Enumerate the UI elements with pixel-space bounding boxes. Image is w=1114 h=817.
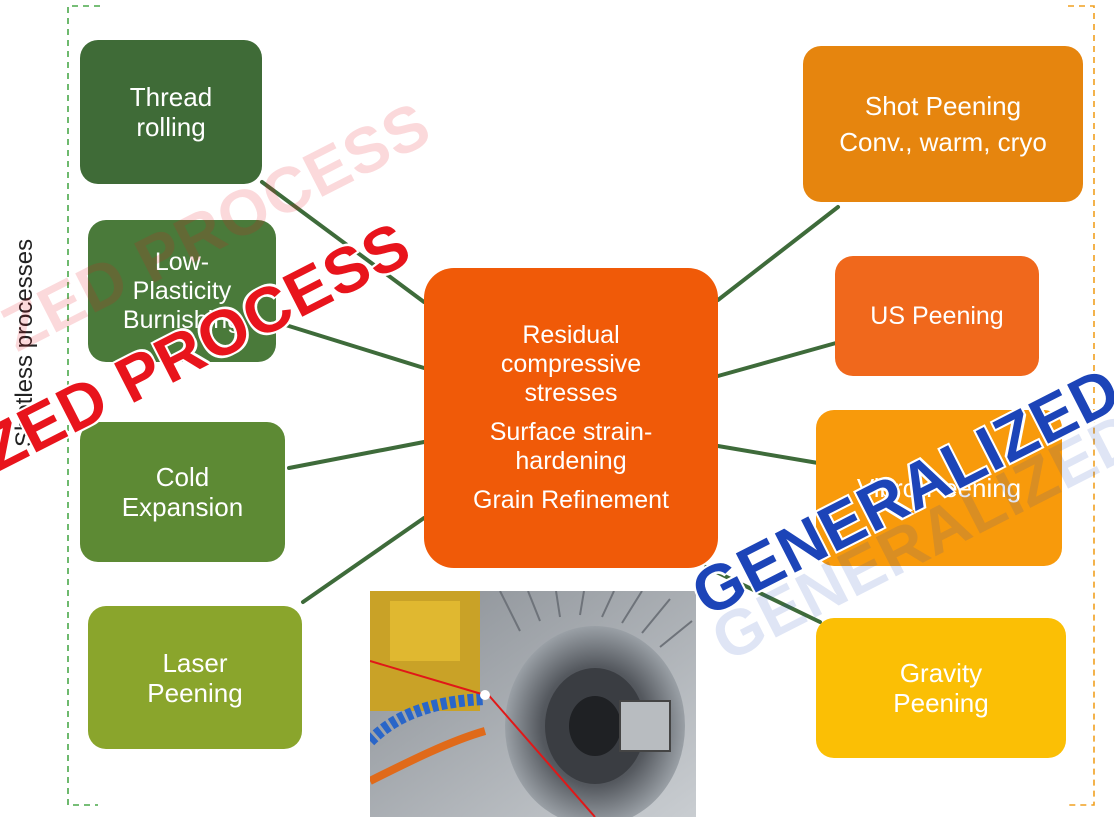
laser-peening-box: Laser Peening xyxy=(88,606,302,749)
connector-laser-peening xyxy=(301,516,426,604)
connector-shot-peening xyxy=(716,205,840,302)
thread-rolling-line1: Thread xyxy=(129,82,213,112)
connector-us-peening xyxy=(716,341,838,378)
right-bracket xyxy=(1068,5,1100,806)
low-plasticity-burnishing-box: Low- Plasticity Burnishing xyxy=(88,220,276,362)
vibro-peening-box: Vibro-Peening xyxy=(816,410,1062,566)
center-line3: stresses xyxy=(524,379,618,407)
shot-peening-line2: Conv., warm, cryo xyxy=(839,127,1047,157)
center-line1: Residual xyxy=(522,321,620,349)
cold-expansion-line1: Cold xyxy=(155,462,210,492)
center-effects-box: Residual compressive stresses Surface st… xyxy=(424,268,718,568)
cold-expansion-line2: Expansion xyxy=(121,492,244,522)
shot-peening-box: Shot Peening Conv., warm, cryo xyxy=(803,46,1083,202)
laser-peening-line1: Laser xyxy=(162,647,228,678)
gravity-peening-box: Gravity Peening xyxy=(816,618,1066,758)
left-bracket xyxy=(67,5,100,806)
connector-thread-rolling xyxy=(260,180,426,304)
shot-peening-line1: Shot Peening xyxy=(864,91,1022,121)
lpb-line2: Plasticity xyxy=(132,276,232,305)
center-line2: compressive xyxy=(500,350,642,378)
us-peening-line1: US Peening xyxy=(870,301,1004,330)
lpb-line1: Low- xyxy=(154,247,210,276)
vibro-peening-line1: Vibro-Peening xyxy=(856,473,1022,503)
turbine-photo xyxy=(370,591,696,817)
connector-cold-expansion xyxy=(287,440,426,470)
gravity-peening-line1: Gravity xyxy=(899,658,983,688)
cold-expansion-box: Cold Expansion xyxy=(80,422,285,562)
center-line5: hardening xyxy=(515,447,627,475)
connector-gravity-peening xyxy=(704,565,822,624)
lpb-line3: Burnishing xyxy=(122,305,242,334)
us-peening-box: US Peening xyxy=(835,256,1039,376)
center-line4: Surface strain- xyxy=(489,418,653,446)
connector-vibro-peening xyxy=(716,444,820,465)
gravity-peening-line2: Peening xyxy=(893,688,989,718)
connector-lpb xyxy=(274,320,426,370)
center-line6: Grain Refinement xyxy=(473,486,669,514)
thread-rolling-box: Thread rolling xyxy=(80,40,262,184)
thread-rolling-line2: rolling xyxy=(136,112,206,142)
laser-peening-line2: Peening xyxy=(147,677,243,708)
